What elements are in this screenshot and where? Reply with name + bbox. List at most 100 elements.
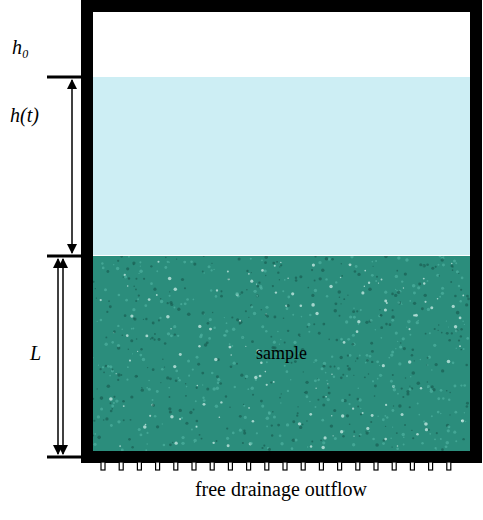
drainage-hole <box>283 462 287 470</box>
grain <box>396 432 398 434</box>
grain <box>413 302 416 305</box>
grain <box>128 438 131 441</box>
grain <box>128 349 129 350</box>
grain <box>347 295 348 296</box>
grain <box>379 365 380 366</box>
grain <box>212 312 213 313</box>
grain <box>425 333 427 335</box>
grain <box>374 395 376 397</box>
grain <box>334 366 336 368</box>
grain <box>261 309 263 311</box>
grain <box>97 436 101 440</box>
grain <box>261 259 263 261</box>
grain <box>451 332 453 334</box>
grain <box>459 317 462 320</box>
grain <box>272 285 274 287</box>
grain <box>412 437 414 439</box>
grain <box>446 332 449 335</box>
grain <box>460 349 462 351</box>
grain <box>105 417 108 420</box>
grain <box>173 306 175 308</box>
grain <box>279 434 282 437</box>
grain <box>153 339 155 341</box>
grain <box>240 294 241 295</box>
grain <box>442 397 444 399</box>
grain <box>238 257 241 260</box>
grain <box>116 373 117 374</box>
grain <box>231 316 233 318</box>
grain <box>156 294 158 296</box>
grain <box>284 365 286 367</box>
grain <box>133 264 135 266</box>
grain <box>201 372 204 375</box>
grain <box>138 428 141 431</box>
grain <box>248 273 250 275</box>
grain <box>164 366 165 367</box>
grain <box>417 286 420 289</box>
grain <box>150 265 152 267</box>
grain <box>234 386 236 388</box>
grain <box>148 388 151 391</box>
grain <box>226 437 229 440</box>
drainage-hole <box>101 462 105 470</box>
grain <box>144 304 147 307</box>
grain <box>337 367 340 370</box>
grain <box>274 265 276 267</box>
grain <box>290 379 291 380</box>
grain <box>102 267 105 270</box>
grain <box>341 399 344 402</box>
grain <box>379 374 382 377</box>
grain <box>460 335 462 337</box>
grain <box>368 287 372 291</box>
grain <box>177 377 179 379</box>
drainage-hole <box>374 462 378 470</box>
grain <box>390 380 393 383</box>
grain <box>174 442 177 445</box>
drainage-holes <box>101 462 451 470</box>
drainage-hole <box>156 462 160 470</box>
grain <box>318 332 321 335</box>
grain <box>328 392 331 395</box>
grain <box>251 272 252 273</box>
grain <box>167 332 170 335</box>
grain <box>152 322 155 325</box>
grain <box>464 324 465 325</box>
grain <box>287 330 289 332</box>
grain <box>159 317 161 319</box>
drainage-hole <box>247 462 251 470</box>
grain <box>370 421 372 423</box>
grain <box>299 275 302 278</box>
grain <box>460 384 462 386</box>
grain <box>259 285 262 288</box>
grain <box>232 432 235 435</box>
grain <box>111 405 114 408</box>
grain <box>405 258 408 261</box>
grain <box>103 371 105 373</box>
grain <box>397 256 400 259</box>
grain <box>318 261 321 264</box>
grain <box>261 447 263 449</box>
grain <box>130 339 133 342</box>
grain <box>136 375 138 377</box>
grain <box>101 262 103 264</box>
drainage-hole <box>319 462 323 470</box>
grain <box>239 320 241 322</box>
grain <box>411 371 415 375</box>
grain <box>137 351 138 352</box>
drainage-hole <box>447 462 451 470</box>
grain <box>386 416 389 419</box>
grain <box>193 439 196 442</box>
grain <box>175 370 178 373</box>
grain <box>265 313 267 315</box>
grain <box>431 369 433 371</box>
grain <box>138 294 140 296</box>
grain <box>429 433 431 435</box>
grain <box>325 257 329 261</box>
grain <box>330 424 333 427</box>
grain <box>331 374 332 375</box>
grain <box>215 405 218 408</box>
grain <box>287 304 290 307</box>
grain <box>103 419 104 420</box>
grain <box>423 282 425 284</box>
grain <box>357 406 359 408</box>
